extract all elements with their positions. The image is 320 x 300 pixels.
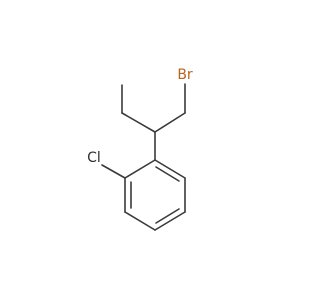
- ring-bond-6: [124, 159, 156, 179]
- chlorine-label: Cl: [87, 150, 101, 166]
- ring-bond-4: [124, 211, 156, 231]
- bond-ethyl-to-ch: [121, 112, 156, 133]
- bromine-label: Br: [177, 67, 193, 83]
- molecule-drawing: Br Cl: [87, 67, 193, 231]
- ring-bond-1: [154, 159, 186, 179]
- ring-bond-3: [154, 211, 186, 231]
- ring-double-bond-2: [155, 208, 180, 224]
- structure-canvas: Br Cl: [87, 67, 193, 231]
- ring-double-bond-1: [155, 166, 180, 182]
- bond-ring-to-cl: [101, 164, 126, 179]
- bond-ch-to-ch2: [154, 112, 186, 133]
